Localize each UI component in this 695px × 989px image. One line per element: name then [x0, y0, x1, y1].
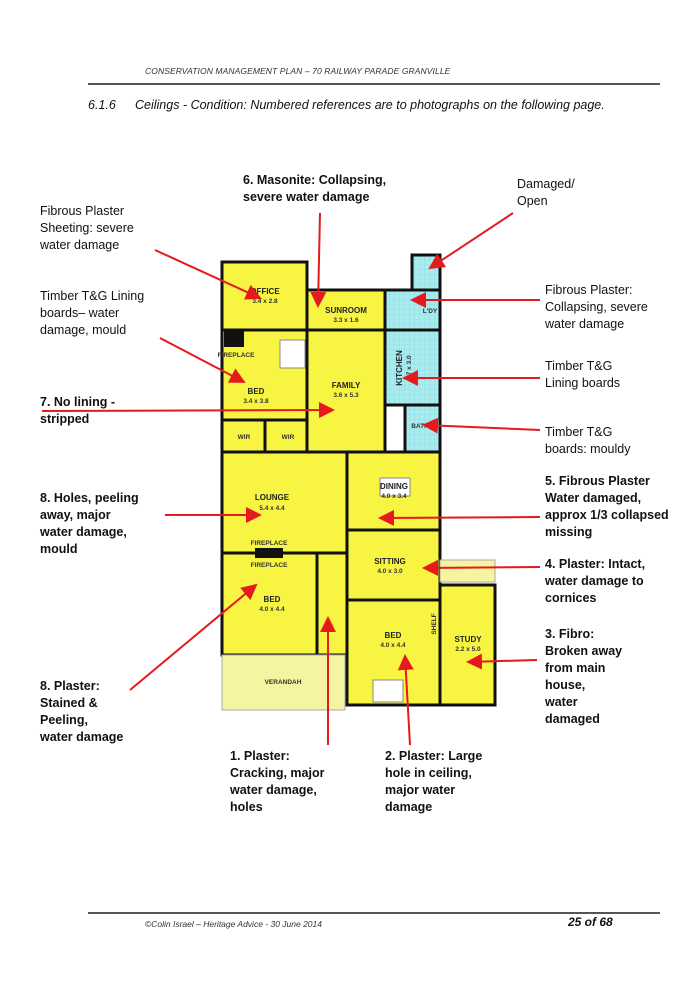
arrow-fibrous5	[378, 509, 541, 526]
arrow-no-lining	[41, 402, 335, 419]
room-label: 3.4 x 3.8	[243, 398, 269, 405]
arrow-fibro3	[466, 653, 538, 670]
room-label: 3.3 x 1.6	[333, 317, 359, 324]
arrow-plaster2	[397, 654, 414, 746]
room-label: 2.2 x 5.0	[455, 646, 481, 653]
table-icon	[379, 477, 411, 497]
room-lounge	[220, 450, 349, 555]
verandah	[221, 654, 346, 711]
page-number: 25 of 68	[568, 915, 613, 929]
hallway	[315, 551, 349, 657]
room-label: STUDY	[454, 635, 482, 644]
bed-icon	[279, 339, 306, 369]
room-label: FIREPLACE	[251, 562, 289, 569]
annotation-plaster8: 8. Plaster:Stained &Peeling,water damage	[40, 679, 124, 744]
footer-rule	[88, 912, 660, 914]
room-label: OFFICE	[250, 287, 280, 296]
room-wc	[410, 253, 442, 292]
room-label: 4.0 x 3.0	[377, 568, 403, 575]
arrow-timber-lining	[159, 337, 246, 383]
room-label: BED	[264, 595, 281, 604]
room-label: 2.7 x 3.0	[406, 355, 413, 381]
section-title: Ceilings - Condition: Numbered reference…	[135, 98, 605, 112]
annotation-no-lining: 7. No lining -stripped	[40, 395, 115, 426]
room-label: 3.4 x 2.8	[252, 298, 278, 305]
room-label: 4.0 x 4.4	[259, 606, 285, 613]
room-label: LOUNGE	[255, 493, 290, 502]
annotation-masonite: 6. Masonite: Collapsing,severe water dam…	[243, 173, 387, 204]
annotation-damaged-open: Damaged/Open	[517, 177, 575, 208]
room-label: BATH	[411, 423, 429, 430]
footer-credit: ©Colin Israel – Heritage Advice - 30 Jun…	[145, 919, 322, 929]
room-label: KITCHEN	[395, 350, 404, 386]
bed-icon	[372, 679, 404, 703]
room-label: 4.0 x 4.4	[380, 642, 406, 649]
room-family	[305, 328, 387, 454]
room-label: 5.4 x 4.4	[259, 505, 285, 512]
room-label: BED	[385, 631, 402, 640]
room-wir1	[220, 418, 267, 454]
arrow-damaged-open	[428, 212, 514, 270]
running-header: CONSERVATION MANAGEMENT PLAN – 70 RAILWA…	[145, 66, 451, 76]
arrow-timber-mouldy	[422, 417, 541, 434]
room-label: FIREPLACE	[251, 540, 289, 547]
room-label: BED	[248, 387, 265, 396]
room-label: SITTING	[374, 557, 406, 566]
room-label: VERANDAH	[265, 679, 302, 686]
fireplace-block	[255, 548, 283, 558]
room-label: FIREPLACE	[218, 352, 256, 359]
room-label: SUNROOM	[325, 306, 367, 315]
sitting-extension	[439, 559, 496, 583]
section-number: 6.1.6	[88, 98, 116, 112]
room-label: 3.6 x 5.3	[333, 392, 359, 399]
room-label: L'DY	[423, 308, 438, 315]
room-label: DINING	[380, 482, 408, 491]
room-study	[438, 583, 497, 707]
room-office	[220, 260, 309, 332]
fireplace-block	[224, 331, 244, 347]
room-label: WIR	[238, 434, 251, 441]
header-rule	[88, 83, 660, 85]
arrow-plaster8	[129, 583, 258, 691]
arrow-fibrous-sheeting	[154, 249, 262, 300]
room-kitchen	[383, 328, 442, 407]
room-label: FAMILY	[332, 381, 361, 390]
room-label: WIR	[282, 434, 295, 441]
arrow-plaster4	[422, 559, 541, 576]
arrow-masonite	[310, 212, 327, 308]
room-label: 4.0 x 3.4	[381, 493, 407, 500]
room-label: SHELF	[431, 613, 438, 634]
